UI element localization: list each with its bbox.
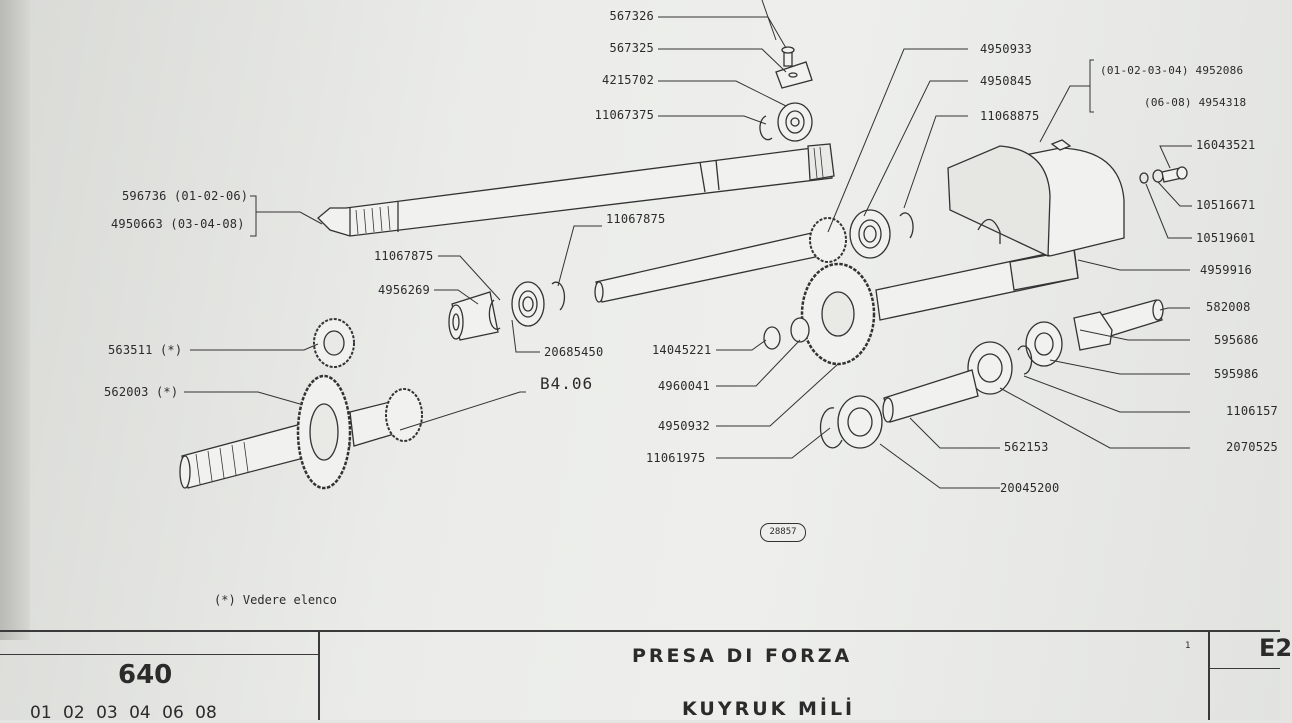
part-label-4960041: 4960041 (658, 379, 710, 393)
sheet-number: 1 (1185, 641, 1191, 651)
part-label-4950845: 4950845 (980, 74, 1032, 88)
cover-bolt (1139, 166, 1188, 184)
part-label-595686: 595686 (1214, 333, 1259, 347)
lower-right-assembly (819, 299, 1164, 449)
part-label-11067375: 11067375 (594, 108, 654, 122)
part-label-14045221: 14045221 (652, 343, 712, 357)
center-gear-assembly (763, 247, 1079, 366)
part-label-567326: 567326 (609, 9, 654, 23)
part-label-10519601: 10519601 (1196, 231, 1256, 245)
part-label-11067875-left: 11067875 (374, 249, 434, 263)
part-label-10516671: 10516671 (1196, 198, 1256, 212)
section-title-italian: PRESA DI FORZA (632, 645, 853, 667)
footnote: (*) Vedere elenco (214, 593, 337, 607)
sheet-code: E2 (1259, 634, 1292, 662)
part-label-595986: 595986 (1214, 367, 1259, 381)
center-shaft (594, 209, 914, 303)
part-label-596736: 596736 (01-02-06) (122, 189, 249, 203)
part-label-1106157: 1106157 (1226, 404, 1278, 418)
section-title-turkish: KUYRUK MİLİ (682, 698, 856, 720)
part-label-11061975: 11061975 (646, 451, 706, 465)
drawing-reference-number: 28857 (760, 523, 806, 542)
part-label-20685450: 20685450 (544, 345, 604, 359)
part-label-11068875: 11068875 (980, 109, 1040, 123)
part-label-4950663: 4950663 (03-04-08) (111, 217, 245, 231)
part-label-4952086: (01-02-03-04) 4952086 (1100, 64, 1244, 77)
part-label-4954318: (06-08) 4954318 (1144, 96, 1247, 109)
part-label-567325: 567325 (609, 41, 654, 55)
title-block (0, 630, 1280, 720)
part-label-11067875-right: 11067875 (606, 212, 666, 226)
page-edge (0, 0, 30, 640)
part-label-16043521: 16043521 (1196, 138, 1256, 152)
long-pto-shaft (317, 143, 835, 237)
bolt-plate-group (759, 46, 813, 142)
gear-shaft-assembly (179, 318, 423, 490)
part-label-4215702: 4215702 (602, 73, 654, 87)
part-label-4956269: 4956269 (378, 283, 430, 297)
part-label-4950933: 4950933 (980, 42, 1032, 56)
part-label-20045200: 20045200 (1000, 481, 1060, 495)
model-number: 640 (118, 660, 173, 690)
part-label-582008: 582008 (1206, 300, 1251, 314)
reference-label-b406: B4.06 (540, 374, 594, 393)
part-label-562153: 562153 (1004, 440, 1049, 454)
bearing-sleeve-group (448, 281, 566, 341)
pto-cover (947, 139, 1125, 258)
part-label-4959916: 4959916 (1200, 263, 1252, 277)
part-label-562003: 562003 (*) (104, 385, 179, 399)
part-label-4950932: 4950932 (658, 419, 710, 433)
part-label-2070525: 2070525 (1226, 440, 1278, 454)
model-variants: 01 02 03 04 06 08 (30, 703, 217, 723)
part-label-563511: 563511 (*) (108, 343, 183, 357)
